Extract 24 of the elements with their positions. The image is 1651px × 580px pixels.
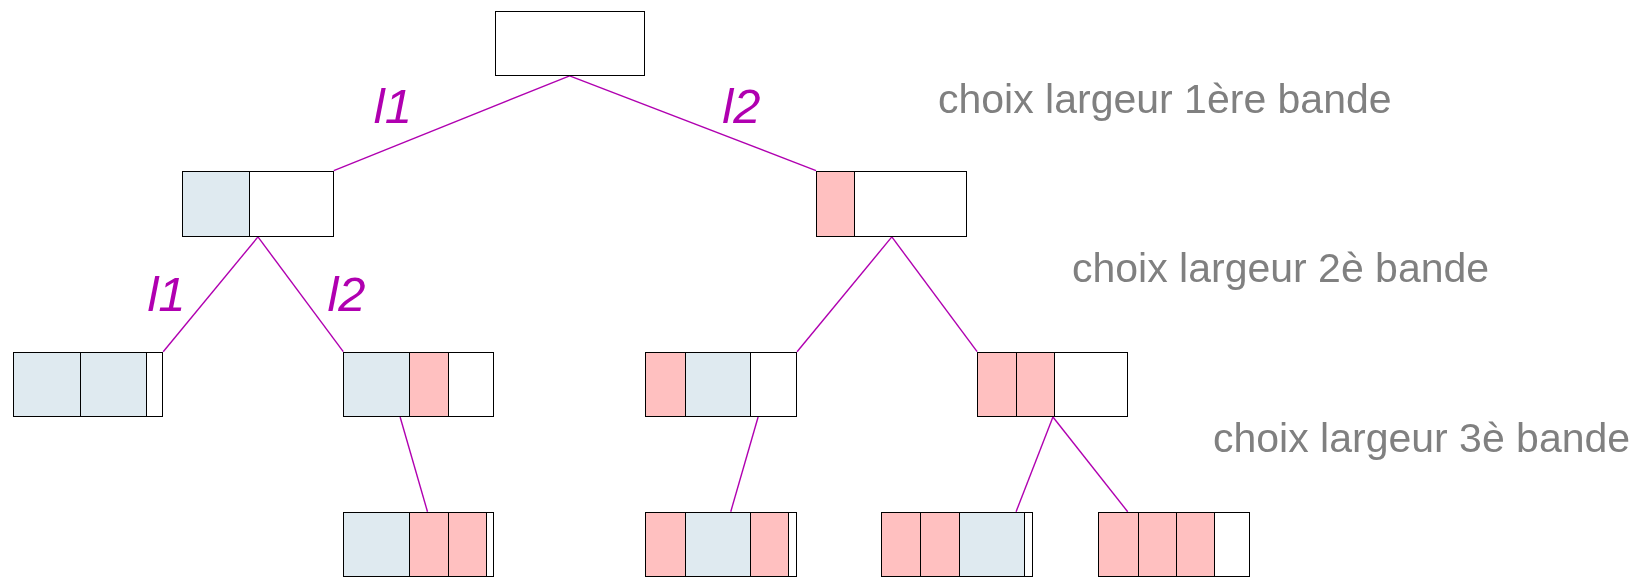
connector-line [796,236,893,353]
strip-box [977,351,1128,417]
strip-box [182,170,334,237]
connector-line [1015,416,1054,513]
level-caption: choix largeur 3è bande [1213,415,1631,462]
strip-box [12,351,164,417]
level-caption: choix largeur 1ère bande [938,76,1392,123]
connector-line [257,236,344,353]
level-caption: choix largeur 2è bande [1072,245,1490,292]
connector-line [162,236,259,353]
connector-line [333,75,571,172]
strip-box [881,511,1033,577]
strip-box [494,10,646,76]
connector-line [399,416,429,513]
strip-box [1098,511,1250,577]
connector-line [1052,416,1129,513]
connector-line [891,236,978,353]
strip-box [645,511,798,577]
connector-line [568,75,817,172]
strip-box [816,170,967,237]
strip-box [343,351,494,417]
connector-line [730,416,759,513]
strip-box [343,511,494,577]
strip-box [645,351,798,417]
